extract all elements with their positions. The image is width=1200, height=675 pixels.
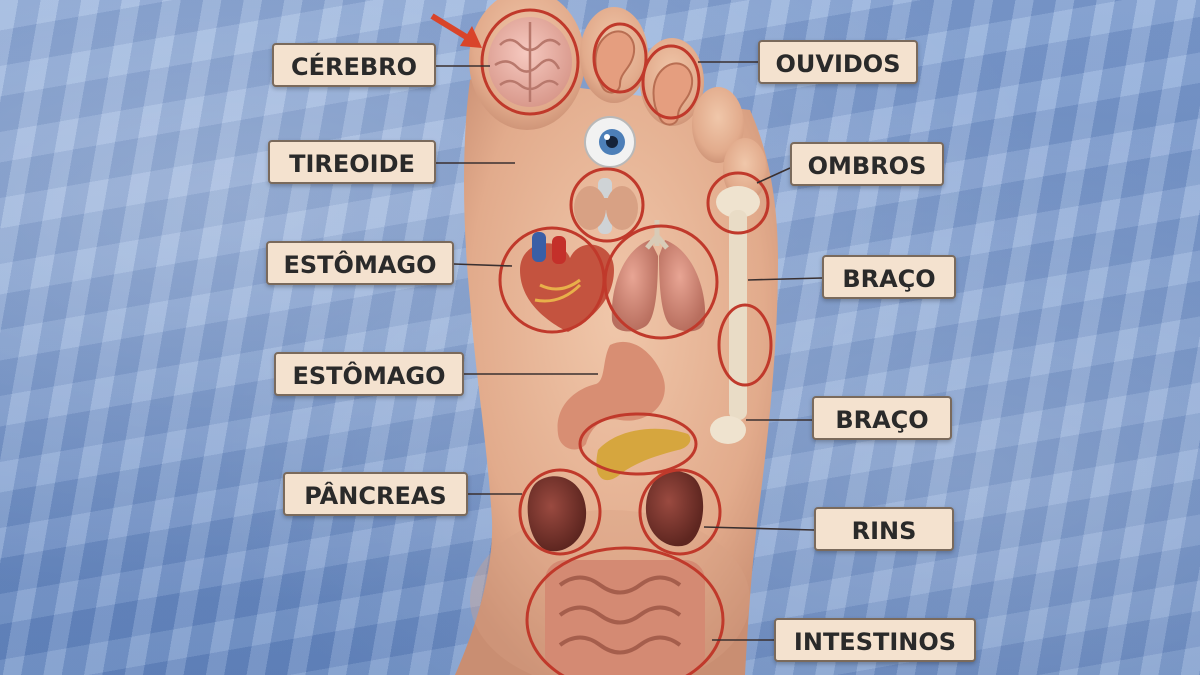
ear-organs xyxy=(594,30,694,126)
label-ombros: OMBROS xyxy=(790,142,944,186)
stomach-organ xyxy=(557,341,665,450)
brain-organ xyxy=(488,17,572,107)
label-estomago-1: ESTÔMAGO xyxy=(266,241,454,285)
pointer-arrow xyxy=(430,13,482,48)
thyroid-organ xyxy=(574,178,638,234)
intestine-organ xyxy=(545,560,705,675)
heart-organ xyxy=(520,232,614,332)
highlight-circles xyxy=(480,8,773,675)
arm-bone xyxy=(710,186,760,444)
label-braco-2: BRAÇO xyxy=(812,396,952,440)
toe-4 xyxy=(692,87,744,163)
kidney-organs xyxy=(527,471,704,552)
lungs-organ xyxy=(611,220,706,332)
eye-organ xyxy=(584,116,636,168)
label-ouvidos: OUVIDOS xyxy=(758,40,918,84)
toe-5 xyxy=(723,138,767,202)
label-pancreas: PÂNCREAS xyxy=(283,472,468,516)
pancreas-organ xyxy=(596,428,691,481)
label-estomago-2: ESTÔMAGO xyxy=(274,352,464,396)
label-rins: RINS xyxy=(814,507,954,551)
label-cerebro: CÉREBRO xyxy=(272,43,436,87)
label-tireoide: TIREOIDE xyxy=(268,140,436,184)
label-intestinos: INTESTINOS xyxy=(774,618,976,662)
connector-lines xyxy=(436,61,823,641)
label-braco-1: BRAÇO xyxy=(822,255,956,299)
